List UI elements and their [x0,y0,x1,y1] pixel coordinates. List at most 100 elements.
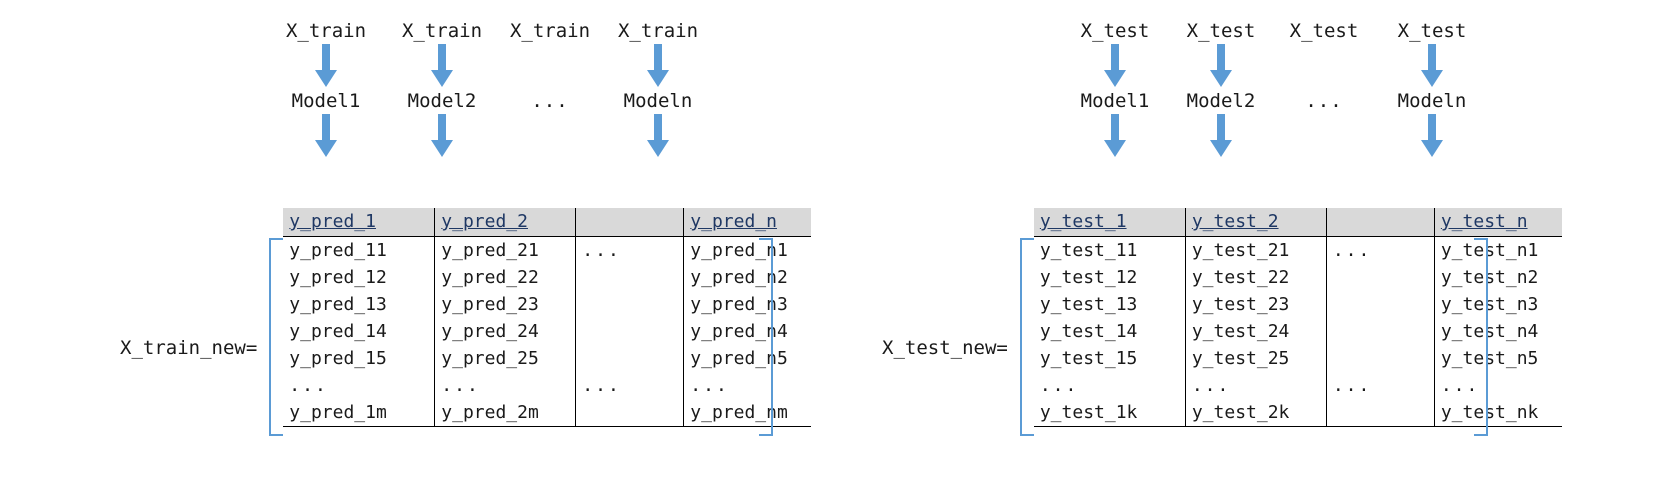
test-input-label-2: X_test [1186,20,1256,42]
train-input-label-2: X_train [401,20,483,42]
table-header-row: y_test_1 y_test_2 y_test_n [1033,208,1562,237]
down-arrow-icon [1421,44,1443,87]
arrow-placeholder [1311,44,1337,88]
train-col-header-3 [575,208,684,237]
table-row: y_pred_14 y_pred_24 y_pred_n4 [283,318,812,345]
train-cell-r2c1: y_pred_12 [283,264,436,291]
down-arrow-icon [315,44,337,87]
test-cell-r1c3: ... [1325,236,1435,264]
train-cell-r3c3 [575,291,685,318]
test-cell-r6c1: ... [1033,372,1186,399]
test-cell-r2c4: y_test_n2 [1433,264,1562,291]
train-cell-r2c2: y_pred_22 [434,264,577,291]
down-arrow-icon [1421,114,1443,157]
bracket-right [1473,238,1488,436]
train-cell-r3c4: y_pred_n3 [683,291,812,318]
train-cell-r3c1: y_pred_13 [283,291,436,318]
test-cell-r7c2: y_test_2k [1184,399,1327,427]
test-cell-r5c3 [1325,345,1435,372]
train-col-header-2: y_pred_2 [434,208,576,237]
test-flow-row: X_test Model1 X_test Model2 [1062,18,1490,158]
test-cell-r3c1: y_test_13 [1033,291,1186,318]
train-cell-r4c2: y_pred_24 [434,318,577,345]
train-flow-column-2: X_train Model2 [384,18,500,158]
train-input-label-1: X_train [285,20,367,42]
test-matrix-brackets [1019,238,1488,436]
test-flow-column-2: X_test Model2 [1168,18,1274,158]
test-matrix-block: X_test_new= y_test_1 y_test_2 y_test_n [882,208,1562,436]
bracket-left [1019,238,1034,436]
train-col-header-4: y_pred_n [683,208,812,237]
train-flow-column-1: X_train Model1 [268,18,384,158]
test-col-header-4: y_test_n [1433,208,1562,237]
test-flow-column-4: X_test Modeln [1374,18,1490,158]
train-flow-row: X_train Model1 X_train Model2 [268,18,716,158]
table-row: y_test_12 y_test_22 y_test_n2 [1033,264,1562,291]
down-arrow-icon [647,44,669,87]
test-flow-column-3: X_test ... [1274,18,1374,158]
down-arrow-icon [431,114,453,157]
train-cell-r4c1: y_pred_14 [283,318,436,345]
train-input-label-4: X_train [617,20,699,42]
train-flow-column-4: X_train Modeln [600,18,716,158]
train-cell-r6c4: ... [683,372,812,399]
train-cell-r2c3 [575,264,685,291]
test-cell-r7c3 [1325,399,1435,427]
bracket-right [759,238,774,436]
train-cell-r5c3 [575,345,685,372]
test-cell-r5c4: y_test_n5 [1433,345,1562,372]
train-cell-r7c2: y_pred_2m [434,399,577,427]
train-cell-r4c3 [575,318,685,345]
train-cell-r7c4: y_pred_nm [683,399,812,427]
table-row: y_test_15 y_test_25 y_test_n5 [1033,345,1562,372]
test-cell-r1c2: y_test_21 [1184,236,1327,264]
train-cell-r1c2: y_pred_21 [434,236,577,264]
test-cell-r3c3 [1325,291,1435,318]
test-input-label-3: X_test [1289,20,1359,42]
test-cell-r4c4: y_test_n4 [1433,318,1562,345]
x-train-new-label: X_train_new= [120,336,258,359]
train-matrix-brackets [269,238,774,436]
table-row: y_test_14 y_test_24 y_test_n4 [1033,318,1562,345]
table-row: y_pred_1m y_pred_2m y_pred_nm [283,399,812,427]
test-cell-r7c1: y_test_1k [1033,399,1186,427]
train-cell-r6c1: ... [283,372,436,399]
test-cell-r6c3: ... [1325,372,1435,399]
test-cell-r5c2: y_test_25 [1184,345,1327,372]
table-row: y_test_11 y_test_21 ... y_test_n1 [1033,236,1562,264]
table-header-row: y_pred_1 y_pred_2 y_pred_n [283,208,812,237]
table-row: ... ... ... ... [283,372,812,399]
table-row: y_pred_12 y_pred_22 y_pred_n2 [283,264,812,291]
test-model-label-2: Model2 [1186,90,1256,112]
x-test-new-label: X_test_new= [882,336,1008,359]
train-cell-r5c4: y_pred_n5 [683,345,812,372]
train-cell-r7c1: y_pred_1m [283,399,436,427]
test-pipeline-group: X_test Model1 X_test Model2 [840,0,1677,477]
test-cell-r2c3 [1325,264,1435,291]
test-cell-r1c1: y_test_11 [1033,236,1186,264]
test-model-ellipsis: ... [1305,90,1343,112]
train-cell-r7c3 [575,399,685,427]
table-row: y_pred_13 y_pred_23 y_pred_n3 [283,291,812,318]
train-flow-column-3: X_train ... [500,18,600,158]
arrow-placeholder [1311,114,1337,158]
train-pipeline-group: X_train Model1 X_train Model2 [120,18,812,436]
table-row: y_pred_15 y_pred_25 y_pred_n5 [283,345,812,372]
test-cell-r4c3 [1325,318,1435,345]
train-col-header-1: y_pred_1 [283,208,435,237]
test-input-label-4: X_test [1397,20,1467,42]
train-cell-r4c4: y_pred_n4 [683,318,812,345]
train-cell-r6c2: ... [434,372,577,399]
train-cell-r5c1: y_pred_15 [283,345,436,372]
test-prediction-table: y_test_1 y_test_2 y_test_n y_test_11 y_t… [1033,208,1562,427]
test-cell-r4c2: y_test_24 [1184,318,1327,345]
train-model-label-1: Model1 [291,90,361,112]
table-row: y_test_1k y_test_2k y_test_nk [1033,399,1562,427]
test-col-header-3 [1325,208,1435,237]
train-cell-r1c1: y_pred_11 [283,236,436,264]
train-cell-r3c2: y_pred_23 [434,291,577,318]
test-cell-r1c4: y_test_n1 [1433,236,1562,264]
arrow-placeholder [537,44,563,88]
train-cell-r1c3: ... [575,236,685,264]
